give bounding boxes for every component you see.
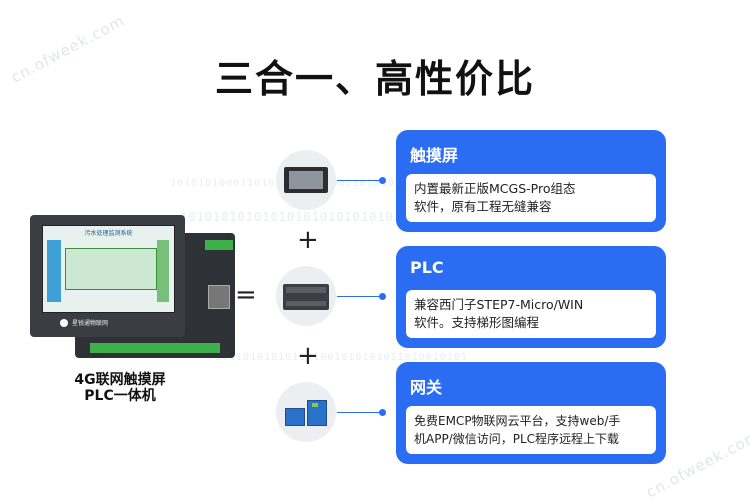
card-title: 网关 (410, 378, 443, 397)
plc-module-icon (283, 284, 329, 310)
gateway-circle (276, 382, 336, 442)
gateway-icon (285, 398, 327, 426)
connector-dot-3 (379, 409, 386, 416)
screen-title: 污水处理监测系统 (84, 230, 133, 237)
equals-sign: = (235, 280, 257, 310)
product-caption: 4G联网触摸屏 PLC一体机 (55, 372, 185, 404)
ethernet-port (208, 285, 230, 309)
card-body: 兼容西门子STEP7-Micro/WIN 软件。支持梯形图编程 (406, 290, 656, 338)
card-line1: 免费EMCP物联网云平台，支持web/手 (414, 414, 621, 428)
caption-line1: 4G联网触摸屏 (74, 372, 166, 388)
feature-card-gateway: 网关 免费EMCP物联网云平台，支持web/手 机APP/微信访问，PLC程序远… (396, 362, 666, 464)
product-device: 污水处理监测系统 星锐通物联网 (30, 215, 235, 358)
brand-name: 星锐通物联网 (72, 320, 109, 327)
card-line1: 兼容西门子STEP7-Micro/WIN (414, 297, 584, 312)
connector-line-3 (337, 412, 383, 413)
card-line2: 软件。支持梯形图编程 (414, 315, 540, 330)
terminal-block-top (205, 240, 233, 250)
screen-panel-right (157, 240, 169, 302)
page-title: 三合一、高性价比 (214, 57, 535, 101)
card-title: 触摸屏 (410, 146, 459, 165)
screen-process (65, 248, 157, 290)
feature-card-touchscreen: 触摸屏 内置最新正版MCGS-Pro组态 软件，原有工程无缝兼容 (396, 130, 666, 232)
connector-line-1 (337, 180, 383, 181)
terminal-block-bottom (90, 343, 220, 353)
feature-card-plc: PLC 兼容西门子STEP7-Micro/WIN 软件。支持梯形图编程 (396, 246, 666, 348)
plus-sign-2: + (297, 341, 319, 371)
screen-panel-left (47, 240, 61, 302)
caption-line2: PLC一体机 (84, 388, 156, 404)
card-title: PLC (410, 258, 444, 277)
device-screen: 污水处理监测系统 (42, 225, 175, 313)
connector-dot-2 (379, 293, 386, 300)
connector-line-2 (337, 296, 383, 297)
plc-circle (276, 266, 336, 326)
binary-pattern-3: 101101010101101001010101011010010101 (215, 352, 468, 363)
card-body: 内置最新正版MCGS-Pro组态 软件，原有工程无缝兼容 (406, 174, 656, 222)
brand-logo-icon (60, 319, 68, 327)
touchscreen-circle (276, 150, 336, 210)
touchscreen-icon (284, 167, 328, 193)
plus-sign-1: + (297, 225, 319, 255)
card-line2: 机APP/微信访问，PLC程序远程上下载 (414, 432, 620, 446)
card-line2: 软件，原有工程无缝兼容 (414, 199, 552, 214)
binary-pattern-2: 10101010101010101010101010101010101 (180, 210, 468, 224)
card-body: 免费EMCP物联网云平台，支持web/手 机APP/微信访问，PLC程序远程上下… (406, 406, 656, 454)
card-line1: 内置最新正版MCGS-Pro组态 (414, 181, 576, 196)
connector-dot-1 (379, 177, 386, 184)
